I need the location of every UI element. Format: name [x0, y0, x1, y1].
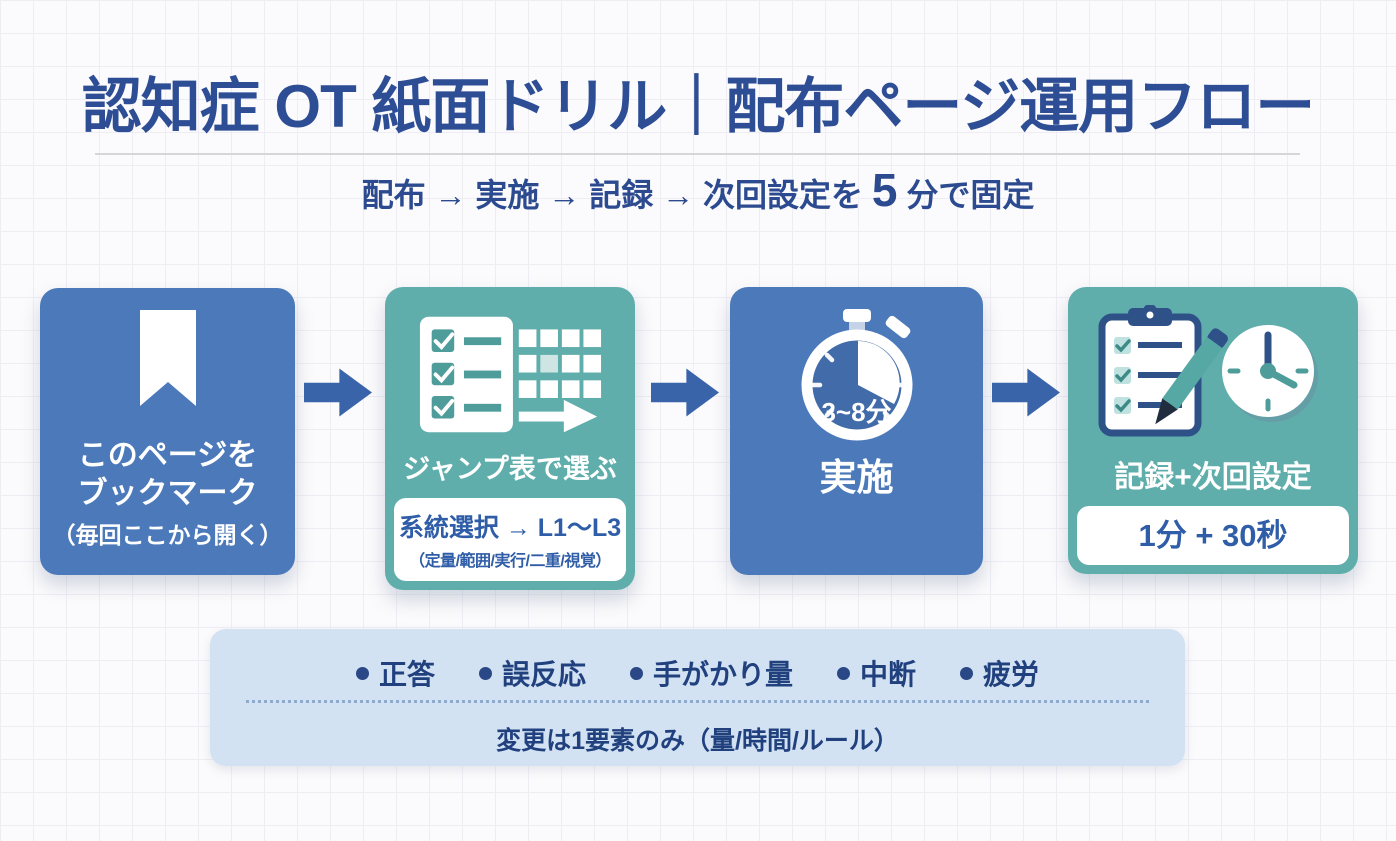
record-items-row: 正答 誤反応 手がかり量 中断 疲労 — [210, 653, 1185, 693]
record-item-label: 疲労 — [983, 659, 1040, 690]
title-divider — [95, 153, 1300, 155]
record-item: 手がかり量 — [629, 653, 793, 693]
bullet-dot-icon — [478, 666, 492, 680]
step2-label: ジャンプ表で選ぶ — [403, 454, 617, 484]
record-item: 疲労 — [960, 653, 1039, 693]
record-item-label: 誤反応 — [501, 659, 586, 690]
record-item: 中断 — [837, 653, 916, 693]
flow-step-select: ジャンプ表で選ぶ 系統選択 → L1〜L3 （定量/範囲/実行/二重/視覚） — [385, 287, 635, 590]
step2-detail-note: （定量/範囲/実行/二重/視覚） — [409, 553, 611, 570]
step3-label: 実施 — [819, 457, 894, 498]
step1-label-line2: ブックマーク — [77, 477, 258, 510]
bookmark-icon — [139, 310, 196, 406]
subtitle-post: 分で固定 — [897, 177, 1035, 213]
subtitle-number: 5 — [871, 164, 898, 216]
bullet-dot-icon — [960, 666, 974, 680]
page-title: 認知症 OT 紙面ドリル｜配布ページ運用フロー — [81, 73, 1315, 140]
step2-detail-title: 系統選択 → L1〜L3 — [398, 514, 622, 542]
record-item-label: 手がかり量 — [652, 659, 793, 690]
step1-label-line1: このページを — [77, 439, 258, 472]
bullet-dot-icon — [837, 666, 850, 680]
step4-detail-box: 1分 + 30秒 — [1077, 506, 1349, 565]
step4-time: 1分 + 30秒 — [1138, 518, 1288, 553]
flow-arrow-3 — [992, 368, 1060, 417]
flow-step-execute: 3~8分 実施 — [730, 287, 983, 575]
step2-detail-box: 系統選択 → L1〜L3 （定量/範囲/実行/二重/視覚） — [394, 498, 626, 581]
record-item-label: 正答 — [378, 659, 435, 690]
step4-label: 記録+次回設定 — [1114, 461, 1312, 494]
record-item: 正答 — [355, 653, 435, 693]
panel-note: 変更は1要素のみ（量/時間/ルール） — [496, 727, 899, 755]
step1-note: （毎回ここから開く） — [52, 522, 283, 548]
flow-arrow-2 — [651, 368, 719, 417]
checklist-table-icon — [419, 316, 602, 433]
bullet-dot-icon — [355, 666, 369, 680]
clipboard-pencil-clock-icon — [1098, 305, 1318, 437]
flow-arrow-1 — [304, 368, 372, 417]
flow-step-record: 記録+次回設定 1分 + 30秒 — [1068, 287, 1358, 574]
record-items-panel: 正答 誤反応 手がかり量 中断 疲労 変更は1要素のみ（量/時間/ルール） — [210, 629, 1185, 766]
step3-timer-text: 3~8分 — [821, 397, 892, 427]
flow-step-bookmark: このページを ブックマーク （毎回ここから開く） — [40, 288, 295, 575]
subtitle: 配布 → 実施 → 記録 → 次回設定を 5 分で固定 — [0, 163, 1396, 217]
record-item: 誤反応 — [478, 653, 586, 693]
dotted-divider — [246, 700, 1149, 703]
subtitle-pre: 配布 → 実施 → 記録 → 次回設定を — [361, 177, 872, 213]
record-item-label: 中断 — [860, 659, 917, 690]
stopwatch-icon — [801, 309, 912, 441]
bullet-dot-icon — [629, 666, 643, 680]
